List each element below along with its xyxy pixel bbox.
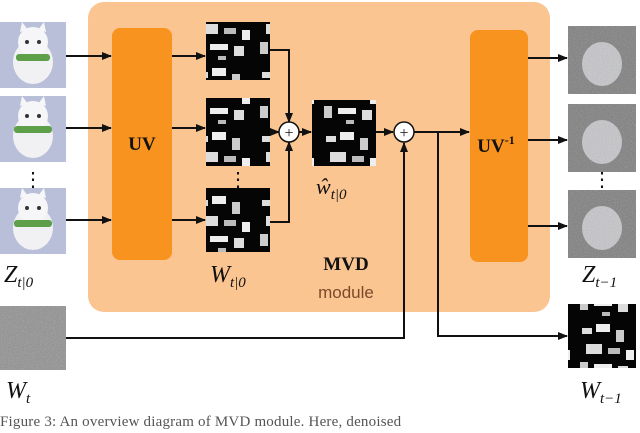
input-image-1 bbox=[0, 22, 66, 88]
w-mask-2 bbox=[206, 98, 270, 166]
mask-ellipsis: ⋮ bbox=[228, 169, 248, 191]
wt-label: W bbox=[6, 378, 28, 404]
w-hat-image bbox=[312, 100, 376, 166]
w-input-subscript: t|0 bbox=[230, 275, 246, 291]
module-subtitle: module bbox=[318, 283, 374, 302]
input-ellipsis: ⋮ bbox=[23, 169, 43, 191]
w-input-label: W bbox=[210, 262, 232, 288]
w-output-subscript: t−1 bbox=[600, 391, 622, 407]
svg-text:+: + bbox=[284, 125, 293, 142]
input-image-3 bbox=[0, 188, 66, 254]
uv-label: UV bbox=[128, 134, 156, 155]
w-output-mask bbox=[568, 304, 636, 368]
svg-text:ŵt|0: ŵt|0 bbox=[316, 174, 347, 203]
sum-operator-1: + bbox=[278, 121, 300, 143]
z-output-subscript: t−1 bbox=[595, 275, 617, 291]
w-mask-3 bbox=[206, 188, 270, 252]
svg-text:+: + bbox=[399, 125, 408, 142]
output-ellipsis: ⋮ bbox=[592, 169, 612, 191]
z-input-label: Z bbox=[4, 262, 18, 288]
noise-image-wt bbox=[0, 306, 66, 370]
svg-text:Wt−1: Wt−1 bbox=[580, 378, 622, 407]
arrow-mask1-sum bbox=[270, 49, 293, 123]
mvd-diagram: MVD module UV UV-1 ⋮ Zt|0 bbox=[0, 2, 636, 407]
figure-caption: Figure 3: An overview diagram of MVD mod… bbox=[0, 414, 402, 430]
arrow-sum2-wout bbox=[437, 132, 568, 340]
svg-text:UV-1: UV-1 bbox=[477, 133, 514, 157]
sum-operator-2: + bbox=[393, 121, 415, 143]
uv-inverse-label: UV bbox=[477, 136, 505, 157]
w-output-label: W bbox=[580, 378, 602, 404]
output-image-1 bbox=[568, 26, 636, 94]
output-image-3 bbox=[568, 190, 636, 258]
svg-text:Wt: Wt bbox=[6, 378, 31, 407]
z-input-subscript: t|0 bbox=[17, 275, 33, 291]
output-image-2 bbox=[568, 104, 636, 172]
wt-subscript: t bbox=[26, 391, 31, 407]
w-hat-subscript: t|0 bbox=[331, 187, 347, 203]
w-mask-1 bbox=[206, 22, 270, 80]
uv-inverse-block bbox=[470, 30, 528, 262]
svg-text:Zt−1: Zt−1 bbox=[582, 262, 617, 291]
uv-block bbox=[112, 28, 172, 260]
module-title: MVD bbox=[323, 254, 368, 275]
input-image-2 bbox=[0, 96, 66, 162]
z-output-label: Z bbox=[582, 262, 596, 288]
w-hat-label: ŵ bbox=[316, 174, 331, 199]
svg-text:Wt|0: Wt|0 bbox=[210, 262, 246, 291]
uv-inverse-superscript: -1 bbox=[505, 133, 515, 147]
arrow-mask3-sum bbox=[270, 141, 293, 223]
arrow-wt-sum2 bbox=[66, 142, 408, 339]
svg-text:Zt|0: Zt|0 bbox=[4, 262, 34, 291]
